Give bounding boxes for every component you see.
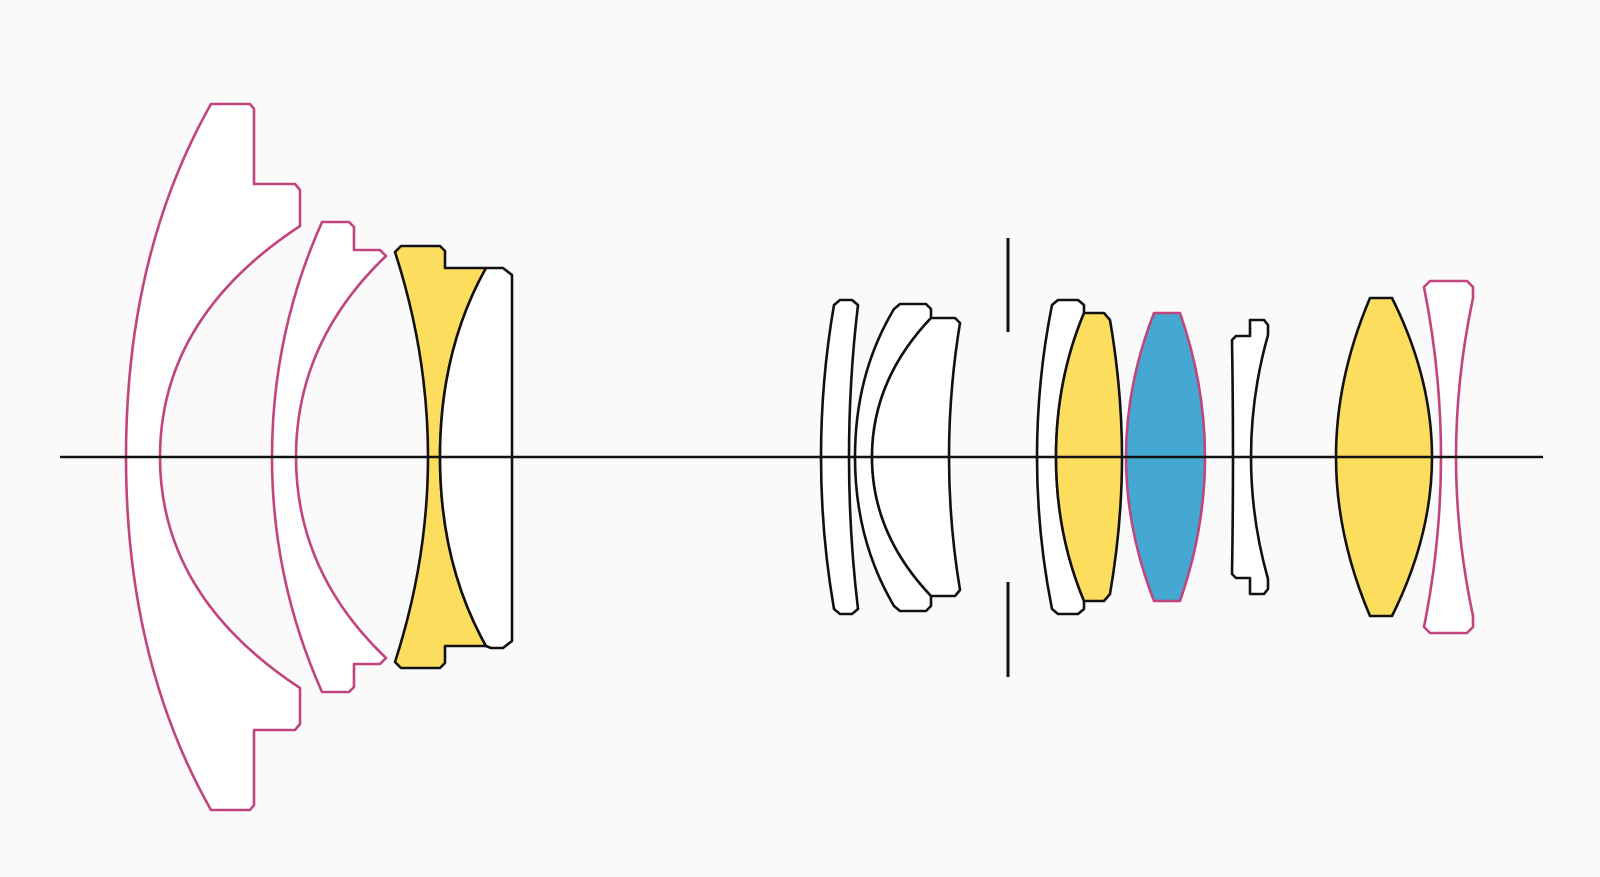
lens-element-2 — [270, 220, 388, 694]
lens-element-1 — [124, 102, 302, 812]
